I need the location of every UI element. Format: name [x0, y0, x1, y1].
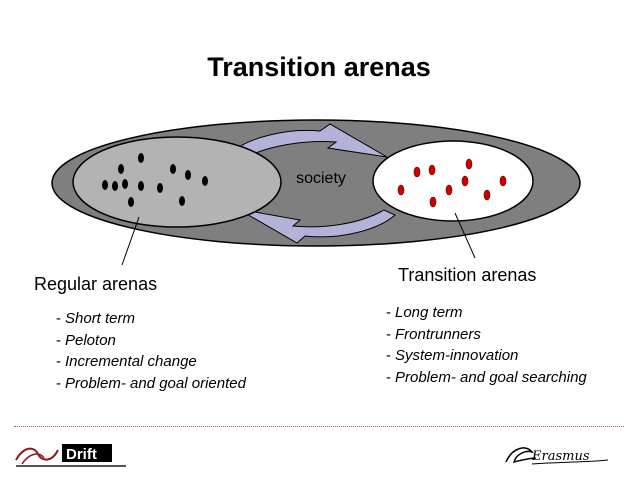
actor-dot	[112, 181, 118, 191]
frontrunner-dot	[499, 175, 507, 187]
regular-arena-dots	[102, 153, 208, 207]
transition-arena-dots	[397, 158, 507, 208]
actor-dot	[157, 183, 163, 193]
transition-arena-ellipse	[372, 140, 534, 222]
actor-dot	[118, 164, 124, 174]
frontrunner-dot	[428, 164, 436, 176]
top-arrow	[231, 123, 388, 159]
drift-logo: Drift	[15, 444, 126, 467]
slide-title: Transition arenas	[207, 52, 431, 82]
regular-arena-ellipse	[72, 136, 282, 228]
regular-arena-pointer	[121, 216, 140, 266]
frontrunner-dot	[397, 184, 405, 196]
regular-arenas-label: Regular arenas	[34, 274, 158, 294]
actor-dot	[122, 179, 128, 189]
list-item: -Short term	[56, 310, 136, 327]
transition-arena-pointer	[454, 212, 476, 259]
frontrunner-dot	[461, 175, 469, 187]
list-item: -Problem- and goal oriented	[56, 374, 246, 392]
actor-dot	[170, 164, 176, 174]
actor-dot	[138, 153, 144, 163]
cycle-arrows	[231, 123, 396, 244]
footer-divider	[14, 426, 624, 427]
actor-dot	[128, 197, 134, 207]
frontrunner-dot	[445, 184, 453, 196]
list-item: -Long term	[386, 304, 463, 321]
list-item: -Problem- and goal searching	[386, 368, 587, 386]
actor-dot	[179, 196, 185, 206]
actor-dot	[202, 176, 208, 186]
erasmus-logo: Erasmus	[505, 447, 609, 465]
regular-arena-list: -Short term -Peloton -Incremental change…	[56, 308, 246, 394]
svg-text:Erasmus: Erasmus	[531, 449, 590, 464]
actor-dot	[138, 181, 144, 191]
frontrunner-dot	[483, 189, 491, 201]
transition-arenas-label: Transition arenas	[398, 265, 537, 285]
svg-text:Drift: Drift	[66, 446, 97, 463]
bottom-arrow	[237, 208, 396, 244]
society-label: society	[296, 170, 346, 187]
frontrunner-dot	[413, 166, 421, 178]
transition-arena-list: -Long term -Frontrunners -System-innovat…	[386, 302, 587, 388]
frontrunner-dot	[465, 158, 473, 170]
actor-dot	[102, 180, 108, 190]
actor-dot	[185, 170, 191, 180]
list-item: -Frontrunners	[386, 325, 481, 343]
frontrunner-dot	[429, 196, 437, 208]
list-item: -Incremental change	[56, 353, 197, 370]
list-item: -System-innovation	[386, 347, 519, 364]
list-item: -Peloton	[56, 331, 116, 349]
